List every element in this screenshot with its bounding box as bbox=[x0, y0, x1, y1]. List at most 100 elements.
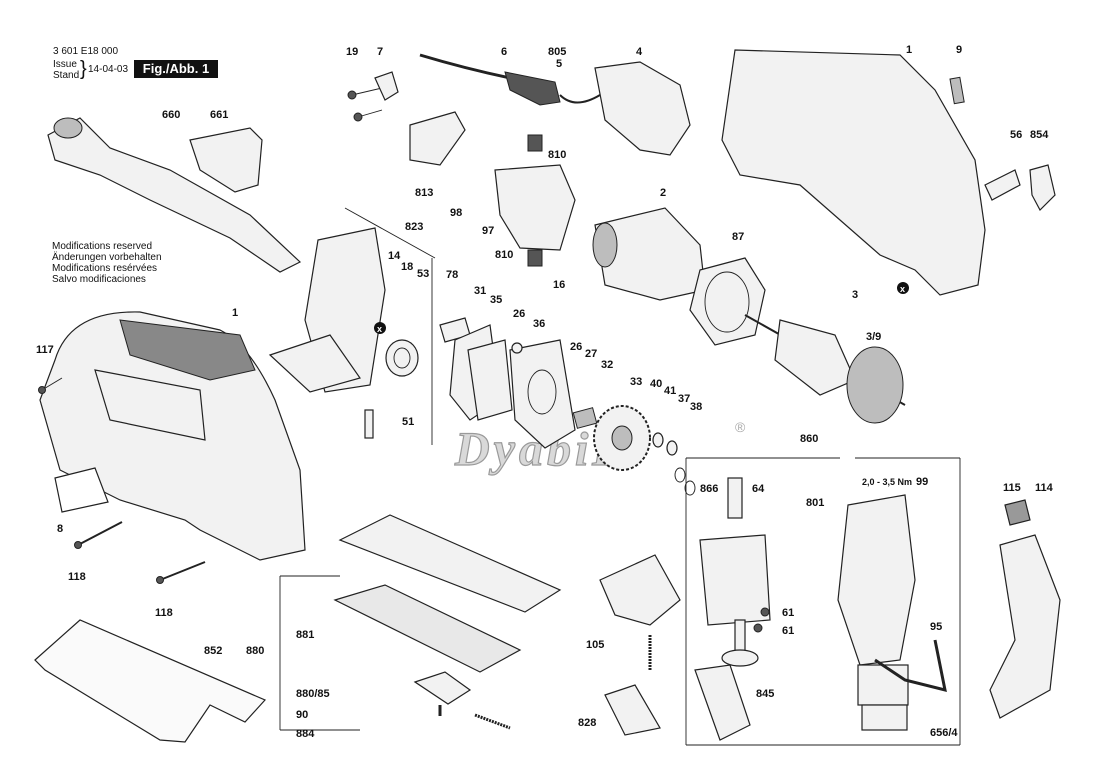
part-washer-40 bbox=[652, 432, 664, 448]
part-power-cable bbox=[419, 53, 601, 106]
part-dust-nozzle bbox=[47, 117, 302, 273]
callout: 35 bbox=[490, 294, 502, 306]
callout: 4 bbox=[636, 46, 643, 58]
callout: 845 bbox=[756, 688, 774, 700]
callout: 884 bbox=[296, 728, 315, 740]
callout: 1 bbox=[906, 44, 912, 56]
part-nameplate-9 bbox=[949, 76, 965, 105]
callout: 860 bbox=[800, 433, 818, 445]
part-spring-884 bbox=[474, 713, 511, 730]
callout: 3 bbox=[852, 289, 858, 301]
part-number: 3 601 E18 000 bbox=[53, 46, 119, 57]
callout: 56 bbox=[1010, 129, 1022, 141]
callout: 32 bbox=[601, 359, 613, 371]
callout: 31 bbox=[474, 285, 486, 297]
callout: 880 bbox=[246, 645, 264, 657]
callout: 87 bbox=[732, 231, 744, 243]
callout: 37 bbox=[678, 393, 690, 405]
callout: 2 bbox=[660, 187, 666, 199]
part-gear-33 bbox=[593, 405, 651, 471]
part-base-plate bbox=[333, 514, 562, 673]
callout: 26 bbox=[513, 308, 525, 320]
part-ring-38 bbox=[684, 480, 696, 496]
callout: 99 bbox=[916, 476, 928, 488]
callout: 1 bbox=[232, 307, 238, 319]
callout: 36 bbox=[533, 318, 545, 330]
part-pinion-32 bbox=[572, 407, 598, 429]
callout: 118 bbox=[68, 571, 86, 583]
part-label-8 bbox=[54, 467, 109, 513]
part-washer-26 bbox=[511, 342, 523, 354]
callout: 3/9 bbox=[866, 331, 881, 343]
part-screws-19 bbox=[347, 87, 383, 122]
callout: 810 bbox=[495, 249, 513, 261]
svg-text:x: x bbox=[377, 324, 382, 334]
callout: 823 bbox=[405, 221, 423, 233]
callout: 5 bbox=[556, 58, 562, 70]
callout: 866 bbox=[700, 483, 718, 495]
part-knob-854 bbox=[1029, 164, 1056, 211]
part-screw-61b bbox=[753, 623, 763, 633]
notice-en: Modifications reserved bbox=[52, 241, 153, 252]
callout: 660 bbox=[162, 109, 180, 121]
callout: 98 bbox=[450, 207, 462, 219]
callout: 115 bbox=[1003, 482, 1021, 494]
part-ring-37 bbox=[674, 467, 686, 483]
callout: 26 bbox=[570, 341, 582, 353]
part-plate-35 bbox=[467, 339, 513, 421]
callout: 117 bbox=[36, 344, 54, 356]
callout: 14 bbox=[388, 250, 401, 262]
part-roller-guide bbox=[599, 554, 681, 626]
part-field-coil bbox=[592, 207, 706, 301]
callout: 854 bbox=[1030, 129, 1049, 141]
part-bearing-14 bbox=[385, 339, 419, 377]
callout: 19 bbox=[346, 46, 358, 58]
part-lever-845 bbox=[694, 664, 751, 741]
callout: 6 bbox=[501, 46, 507, 58]
callout: 95 bbox=[930, 621, 942, 633]
issue-date: 14-04-03 bbox=[88, 64, 129, 75]
callout: 8 bbox=[57, 523, 63, 535]
callout: 40 bbox=[650, 378, 662, 390]
part-light-114 bbox=[989, 534, 1061, 719]
part-brush-bottom bbox=[527, 249, 543, 267]
part-screws bbox=[38, 377, 206, 584]
callout: 118 bbox=[155, 607, 173, 619]
part-housing-right bbox=[721, 49, 986, 296]
reference-markers: x x bbox=[374, 282, 909, 334]
callout: 18 bbox=[401, 261, 413, 273]
callout: 51 bbox=[402, 416, 414, 428]
callout: 33 bbox=[630, 376, 642, 388]
part-switch bbox=[594, 61, 691, 156]
callout: 801 bbox=[806, 497, 824, 509]
part-lever-56 bbox=[984, 169, 1021, 201]
watermark-registered: ® bbox=[735, 419, 746, 435]
callout: 656/4 bbox=[930, 727, 958, 739]
callout: 90 bbox=[296, 709, 308, 721]
part-washer-41 bbox=[666, 440, 678, 456]
part-armature bbox=[744, 314, 906, 424]
callout: 828 bbox=[578, 717, 596, 729]
part-lifting-rod bbox=[699, 477, 771, 667]
callout: 61 bbox=[782, 607, 794, 619]
notice-fr: Modifications resérvées bbox=[52, 263, 158, 274]
part-housing-left bbox=[39, 311, 306, 561]
callout: 97 bbox=[482, 225, 494, 237]
part-brush-top bbox=[527, 134, 543, 152]
callout: 2,0 - 3,5 Nm bbox=[862, 477, 912, 487]
modifications-notice: Modifications reserved Änderungen vorbeh… bbox=[52, 241, 162, 285]
part-support-828 bbox=[604, 684, 661, 736]
bracket-lines bbox=[279, 207, 961, 746]
svg-text:x: x bbox=[900, 284, 905, 294]
callout: 64 bbox=[752, 483, 765, 495]
part-lever-880-85 bbox=[413, 671, 472, 705]
figure-label: Fig./Abb. 1 bbox=[134, 60, 218, 78]
part-gear-housing bbox=[509, 339, 576, 449]
issue-label: Issue bbox=[53, 59, 77, 70]
callout: 813 bbox=[415, 187, 433, 199]
callout: 852 bbox=[204, 645, 222, 657]
part-pin-51 bbox=[364, 409, 374, 439]
part-wire-95 bbox=[874, 639, 947, 693]
callout: 41 bbox=[664, 385, 676, 397]
